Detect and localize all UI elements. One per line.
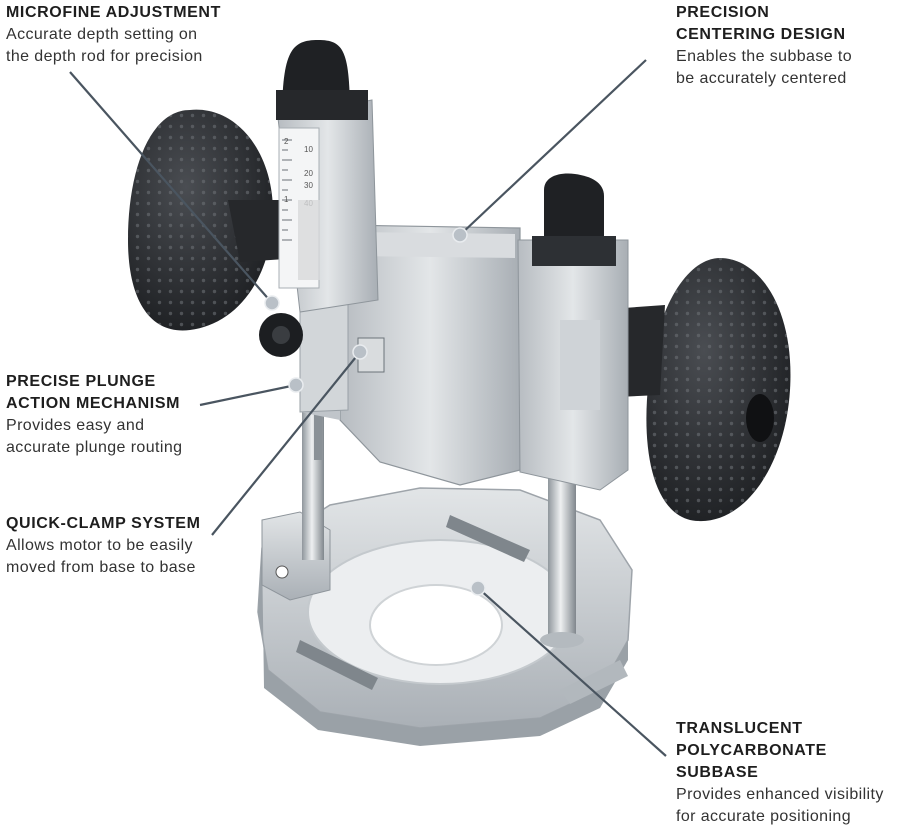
leader-dots — [264, 227, 486, 596]
callout-desc-line: accurate plunge routing — [6, 439, 183, 456]
callout-title-line: PRECISION — [676, 4, 770, 21]
callout-translucent-subbase: TRANSLUCENT POLYCARBONATE SUBBASE Provid… — [676, 718, 913, 828]
right-handle — [596, 258, 791, 522]
callout-microfine-adjustment: MICROFINE ADJUSTMENT Accurate depth sett… — [6, 2, 266, 68]
callout-title: QUICK-CLAMP SYSTEM — [6, 515, 201, 532]
scale-mark: 1 — [284, 195, 289, 204]
base-notch — [560, 660, 628, 704]
base-slot-right — [446, 515, 530, 562]
scale-mark: 2 — [284, 137, 289, 146]
right-depth-knob — [532, 173, 616, 266]
plunge-router-base-illustration: 2 10 20 40 1 30 — [69, 40, 791, 757]
callout-precise-plunge: PRECISE PLUNGE ACTION MECHANISM Provides… — [6, 371, 221, 459]
callout-desc-line: moved from base to base — [6, 559, 196, 576]
callout-title-line: POLYCARBONATE SUBBASE — [676, 742, 827, 781]
callout-title-line: PRECISE PLUNGE — [6, 373, 156, 390]
callout-title-line: ACTION MECHANISM — [6, 395, 181, 412]
callout-desc-line: be accurately centered — [676, 70, 847, 87]
callout-title-line: CENTERING DESIGN — [676, 26, 846, 43]
depth-gauge-tower: 2 10 20 40 1 30 — [276, 40, 379, 313]
callout-desc-line: Allows motor to be easily — [6, 537, 193, 554]
scale-mark: 20 — [304, 169, 313, 178]
callout-desc-line: for accurate positioning — [676, 808, 852, 825]
callout-desc-line: Provides enhanced visibility — [676, 786, 884, 803]
right-tower — [517, 239, 629, 491]
base-slot-left — [296, 640, 378, 690]
scale-mark: 10 — [304, 145, 313, 154]
callout-title-line: TRANSLUCENT — [676, 720, 803, 737]
callout-precision-centering: PRECISION CENTERING DESIGN Enables the s… — [676, 2, 911, 90]
scale-mark: 30 — [304, 181, 313, 190]
motor-housing-collar — [299, 224, 521, 486]
leader-lines — [69, 59, 667, 757]
callout-desc-line: Provides easy and — [6, 417, 145, 434]
translucent-subbase — [307, 539, 573, 685]
callout-desc-line: Enables the subbase to — [676, 48, 853, 65]
callout-title: MICROFINE ADJUSTMENT — [6, 4, 221, 21]
callout-desc-line: Accurate depth setting on — [6, 26, 198, 43]
callout-desc-line: the depth rod for precision — [6, 48, 203, 65]
callout-quick-clamp: QUICK-CLAMP SYSTEM Allows motor to be ea… — [6, 513, 236, 579]
